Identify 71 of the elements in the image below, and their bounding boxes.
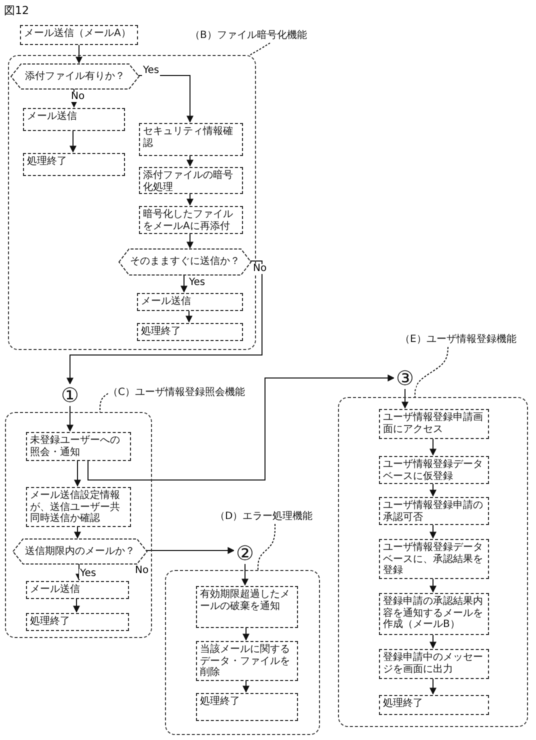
decision-hexagon: 送信期限内のメールか？ — [13, 539, 147, 564]
process-box: セキュリティ情報確認 — [139, 123, 243, 156]
process-box: メール送信 — [137, 293, 243, 311]
arrow — [76, 562, 82, 581]
process-box: 処理終了 — [23, 153, 125, 176]
edge-label: No — [70, 92, 86, 102]
arrow — [242, 626, 250, 641]
arrow — [74, 460, 81, 487]
connector-number: ③ — [394, 367, 416, 389]
process-box: 処理終了 — [379, 695, 489, 715]
arrow — [146, 547, 235, 554]
group-heading: （C）ユーザ情報登録照会機能 — [108, 387, 258, 400]
arrow — [430, 524, 436, 539]
group-heading: （D）エラー処理機能 — [215, 511, 315, 524]
edge-label: Yes — [79, 569, 98, 579]
arrow — [186, 192, 194, 206]
arrow — [73, 598, 80, 613]
process-box: 未登録ユーザーへの照会・通知 — [26, 432, 131, 461]
arrow — [76, 44, 82, 64]
arrow — [430, 578, 436, 593]
process-box: 処理終了 — [26, 613, 129, 631]
arrow — [242, 680, 250, 693]
edge-label: Yes — [142, 66, 160, 76]
process-box: ユーザ情報登録申請の承認可否 — [379, 497, 489, 525]
arrow — [70, 130, 76, 153]
process-box: ユーザ情報登録データベースに仮登録 — [379, 456, 489, 484]
process-box: メール送信 — [23, 108, 125, 131]
process-box: 当該メールに関するデータ・ファイルを削除 — [196, 641, 298, 681]
arrow — [430, 482, 436, 497]
edge-label: No — [252, 264, 268, 274]
figure-number: 図12 — [4, 3, 29, 18]
process-box: ユーザ情報登録申請画面にアクセス — [379, 409, 489, 439]
process-box: メール送信設定情報が、送信ユーザー共同時送信か確認 — [26, 487, 131, 527]
arrow — [242, 564, 248, 586]
arrow — [186, 232, 194, 249]
leader-line — [414, 346, 448, 398]
decision-hexagon: 添付ファイル有りか？ — [11, 64, 139, 89]
process-box: 処理終了 — [137, 323, 243, 341]
group-frame — [8, 55, 256, 350]
group-frame — [338, 397, 528, 727]
arrow — [430, 678, 436, 695]
leader-line — [250, 42, 270, 56]
process-box: 添付ファイルの暗号化処理 — [139, 167, 243, 194]
process-box: 登録申請の承認結果内容を通知するメールを作成（メールB） — [379, 593, 489, 635]
arrow — [402, 388, 408, 409]
edge-label: Yes — [188, 278, 206, 288]
arrow — [66, 260, 262, 385]
group-frame — [165, 570, 320, 735]
leader-line — [100, 393, 108, 412]
arrow — [88, 374, 395, 480]
group-frame — [5, 412, 152, 638]
arrow — [138, 75, 194, 123]
process-box: 有効期限超過したメールの破棄を通知 — [196, 586, 298, 628]
group-heading: （E）ユーザ情報登録機能 — [400, 334, 530, 347]
arrow — [74, 526, 81, 539]
process-box: メール送信 — [26, 581, 129, 599]
process-box: 処理終了 — [196, 693, 298, 721]
edge-label: No — [134, 566, 150, 576]
arrow — [180, 274, 188, 293]
process-box: 登録申請中のメッセージを画面に出力 — [379, 649, 489, 679]
arrow — [430, 438, 436, 456]
decision-hexagon: そのまますぐに送信か？ — [119, 249, 251, 275]
arrow — [186, 310, 192, 323]
group-heading: （B）ファイル暗号化機能 — [190, 30, 315, 43]
process-box: メール送信（メールA） — [20, 25, 138, 45]
arrow — [186, 154, 194, 167]
arrow — [430, 634, 436, 649]
leader-line — [258, 524, 276, 570]
process-box: ユーザ情報登録データベースに、承認結果を登録 — [379, 539, 489, 579]
arrow — [66, 406, 74, 432]
process-box: 暗号化したファイルをメールAに再添付 — [139, 206, 243, 234]
